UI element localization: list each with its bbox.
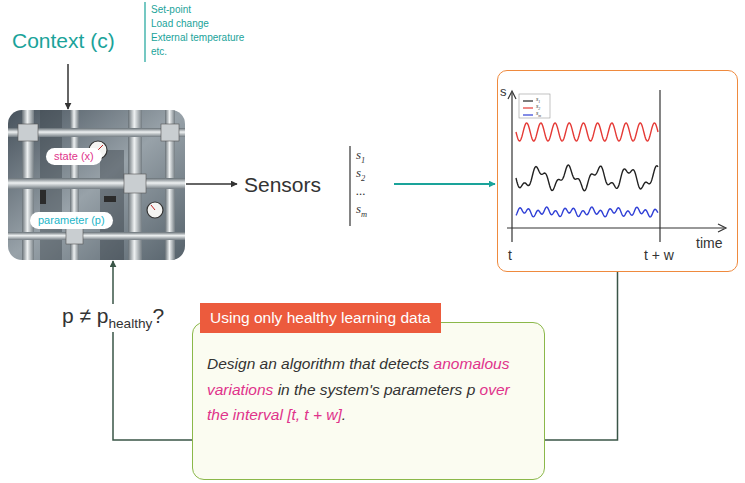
- signal-trace: [516, 207, 658, 217]
- parameter-label: parameter (p): [38, 214, 105, 227]
- task-text: Design an algorithm that detects anomalo…: [207, 351, 530, 428]
- context-item: External temperature: [151, 32, 244, 44]
- signal-trace: [516, 123, 658, 141]
- context-item: etc.: [151, 46, 167, 58]
- plot-axes: [507, 90, 726, 242]
- band-label: Using only healthy learning data: [210, 309, 431, 327]
- axis-label: time: [696, 235, 722, 251]
- legend-line-sample: [523, 98, 534, 104]
- connector-arrow: [113, 261, 192, 440]
- machine-box: state (x) parameter (p): [8, 110, 185, 260]
- context-label: Context (c) Set-pointLoad changeExternal …: [8, 2, 258, 64]
- parameter-tag: parameter (p): [30, 212, 113, 229]
- state-tag: state (x): [46, 148, 102, 165]
- axis-tick-label: t + w: [644, 247, 674, 263]
- legend-line-sample: [523, 112, 534, 118]
- connector-arrow: [394, 183, 495, 185]
- connector-arrow: [67, 64, 69, 109]
- connector-arrow: [545, 272, 618, 440]
- list-bracket: [349, 146, 350, 226]
- sensors-label: Sensors s1s2... sm: [240, 146, 390, 226]
- legend-text: sm: [536, 110, 541, 119]
- axis-label: s: [500, 85, 507, 100]
- context-item: Set-point: [151, 4, 191, 16]
- axis-tick-label: t: [508, 247, 512, 263]
- plot-panel: s t t + w time: [497, 70, 738, 272]
- sensors-title: Sensors: [244, 173, 321, 197]
- state-label: state (x): [54, 150, 94, 163]
- signal-trace: [516, 165, 658, 191]
- sensor-name: s2: [356, 166, 365, 183]
- edge-label: p ≠ phealthy?: [58, 304, 168, 332]
- context-title: Context (c): [12, 29, 115, 53]
- signal-waves: [516, 123, 658, 217]
- task-box: Design an algorithm that detects anomalo…: [192, 322, 545, 480]
- legend-line-sample: [523, 105, 534, 111]
- context-item: Load change: [151, 18, 209, 30]
- sensor-name: s1: [356, 148, 365, 165]
- list-bracket: [144, 2, 145, 62]
- connector-arrow: [186, 183, 237, 185]
- constraint-band: Using only healthy learning data: [200, 303, 441, 333]
- sensor-ellipsis: ...: [356, 184, 366, 199]
- sensor-name: sm: [356, 202, 367, 219]
- legend-entry: sm: [523, 110, 541, 119]
- machine-photo: [8, 110, 185, 260]
